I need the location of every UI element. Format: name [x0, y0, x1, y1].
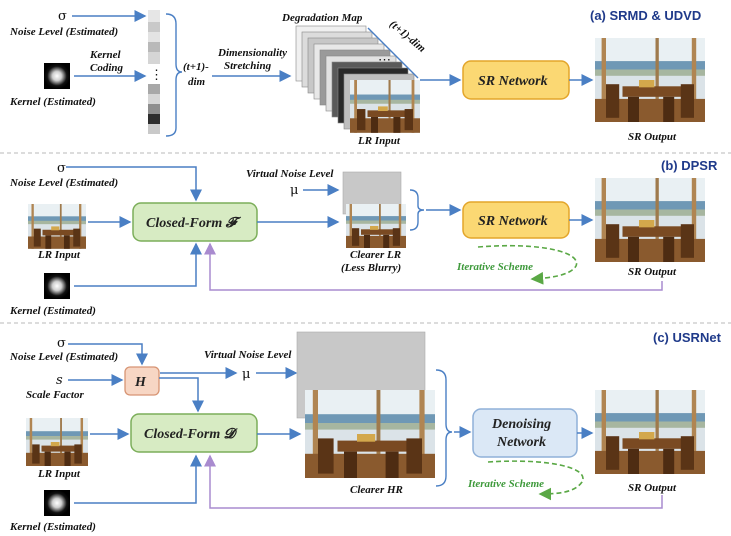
b-sr-output-label: SR Output [628, 266, 677, 278]
c-iterative-loop [487, 460, 584, 501]
b-noise-level-label: Noise Level (Estimated) [9, 177, 118, 189]
c-kernel-icon [44, 490, 70, 516]
a-lr-input-label: LR Input [357, 135, 401, 147]
a-stack-dots: ⋯ [378, 53, 391, 68]
section-title-a: (a) SRMD & UDVD [590, 8, 701, 23]
c-sr-output-image [595, 390, 705, 474]
c-kernel-arrow [74, 454, 202, 504]
a-noise-level-label: Noise Level (Estimated) [9, 26, 118, 38]
c-noise-level-label: Noise Level (Estimated) [9, 351, 118, 363]
c-s-symbol: s [56, 373, 63, 388]
c-h-to-cf-arrow [159, 377, 204, 413]
a-dim-label-1: (t+1)- [183, 61, 209, 73]
a-dim-diag-label: (t+1)-dim [387, 18, 428, 55]
a-kernel-coding-label-2: Coding [90, 62, 124, 74]
b-feedback-line [204, 242, 663, 291]
c-clearer-hr-image [305, 390, 435, 478]
a-sr-output-image [595, 38, 705, 122]
b-closed-form-label: Closed-Form 𝓕 [146, 216, 242, 231]
b-lr-input-image [28, 204, 86, 249]
b-noise-arrow [66, 166, 202, 202]
b-kernel-label: Kernel (Estimated) [9, 305, 96, 317]
c-virtual-noise-label: Virtual Noise Level [204, 349, 292, 361]
a-vector-dots: ⋮ [150, 68, 163, 83]
c-closed-form-label: Closed-Form 𝓓 [144, 427, 238, 442]
c-scale-factor-label: Scale Factor [26, 389, 84, 401]
c-kernel-label: Kernel (Estimated) [9, 521, 96, 533]
section-title-c: (c) USRNet [653, 330, 722, 345]
c-brace [435, 369, 453, 487]
b-iterative-label: Iterative Scheme [456, 261, 533, 273]
a-dim-stretch-label-1: Dimensionality [217, 47, 287, 59]
a-kernel-icon [44, 63, 70, 89]
b-clearer-lr-image [346, 204, 406, 248]
b-clearer-lr-label-1: Clearer LR [350, 249, 401, 261]
b-virtual-noise-label: Virtual Noise Level [246, 168, 334, 180]
b-sr-output-image [595, 178, 705, 262]
b-clearer-lr-label-2: (Less Blurry) [341, 262, 401, 274]
a-dim-stretch-label-2: Stretching [224, 60, 272, 72]
c-mu-symbol: μ [242, 367, 250, 382]
a-dim-diag-line [367, 27, 419, 79]
a-dim-label-2: dim [188, 76, 206, 88]
b-sigma-symbol: σ [57, 161, 66, 176]
a-sr-output-label: SR Output [628, 131, 677, 143]
b-mu-symbol: μ [290, 183, 298, 198]
c-clearer-hr-label: Clearer HR [350, 484, 403, 496]
c-closed-form-box [130, 413, 258, 453]
b-kernel-icon [44, 273, 70, 299]
a-brace [165, 13, 183, 137]
b-brace [409, 189, 425, 231]
c-sigma-symbol: σ [57, 336, 66, 351]
b-kernel-arrow [74, 242, 202, 287]
c-iterative-label: Iterative Scheme [467, 478, 544, 490]
c-denoising-label-2: Network [496, 435, 546, 450]
a-code-vector [148, 10, 160, 134]
a-sr-network-label: SR Network [478, 74, 548, 89]
c-lr-input-image [26, 418, 88, 466]
section-title-b: (b) DPSR [661, 158, 718, 173]
a-sigma-symbol: σ [58, 9, 67, 24]
c-sr-output-label: SR Output [628, 482, 677, 494]
c-h-label: H [134, 375, 147, 390]
c-feedback-line [204, 454, 663, 509]
c-lr-input-label: LR Input [37, 468, 81, 480]
a-kernel-label: Kernel (Estimated) [9, 96, 96, 108]
a-kernel-coding-label-1: Kernel [89, 49, 122, 61]
a-degradation-stack [295, 25, 420, 133]
b-lr-input-label: LR Input [37, 249, 81, 261]
c-h-box [124, 366, 160, 396]
c-denoising-label-1: Denoising [491, 417, 551, 432]
b-sr-network-label: SR Network [478, 214, 548, 229]
a-degradation-map-label: Degradation Map [281, 12, 363, 24]
b-iterative-loop [477, 244, 578, 285]
c-noise-arrow [68, 343, 148, 366]
